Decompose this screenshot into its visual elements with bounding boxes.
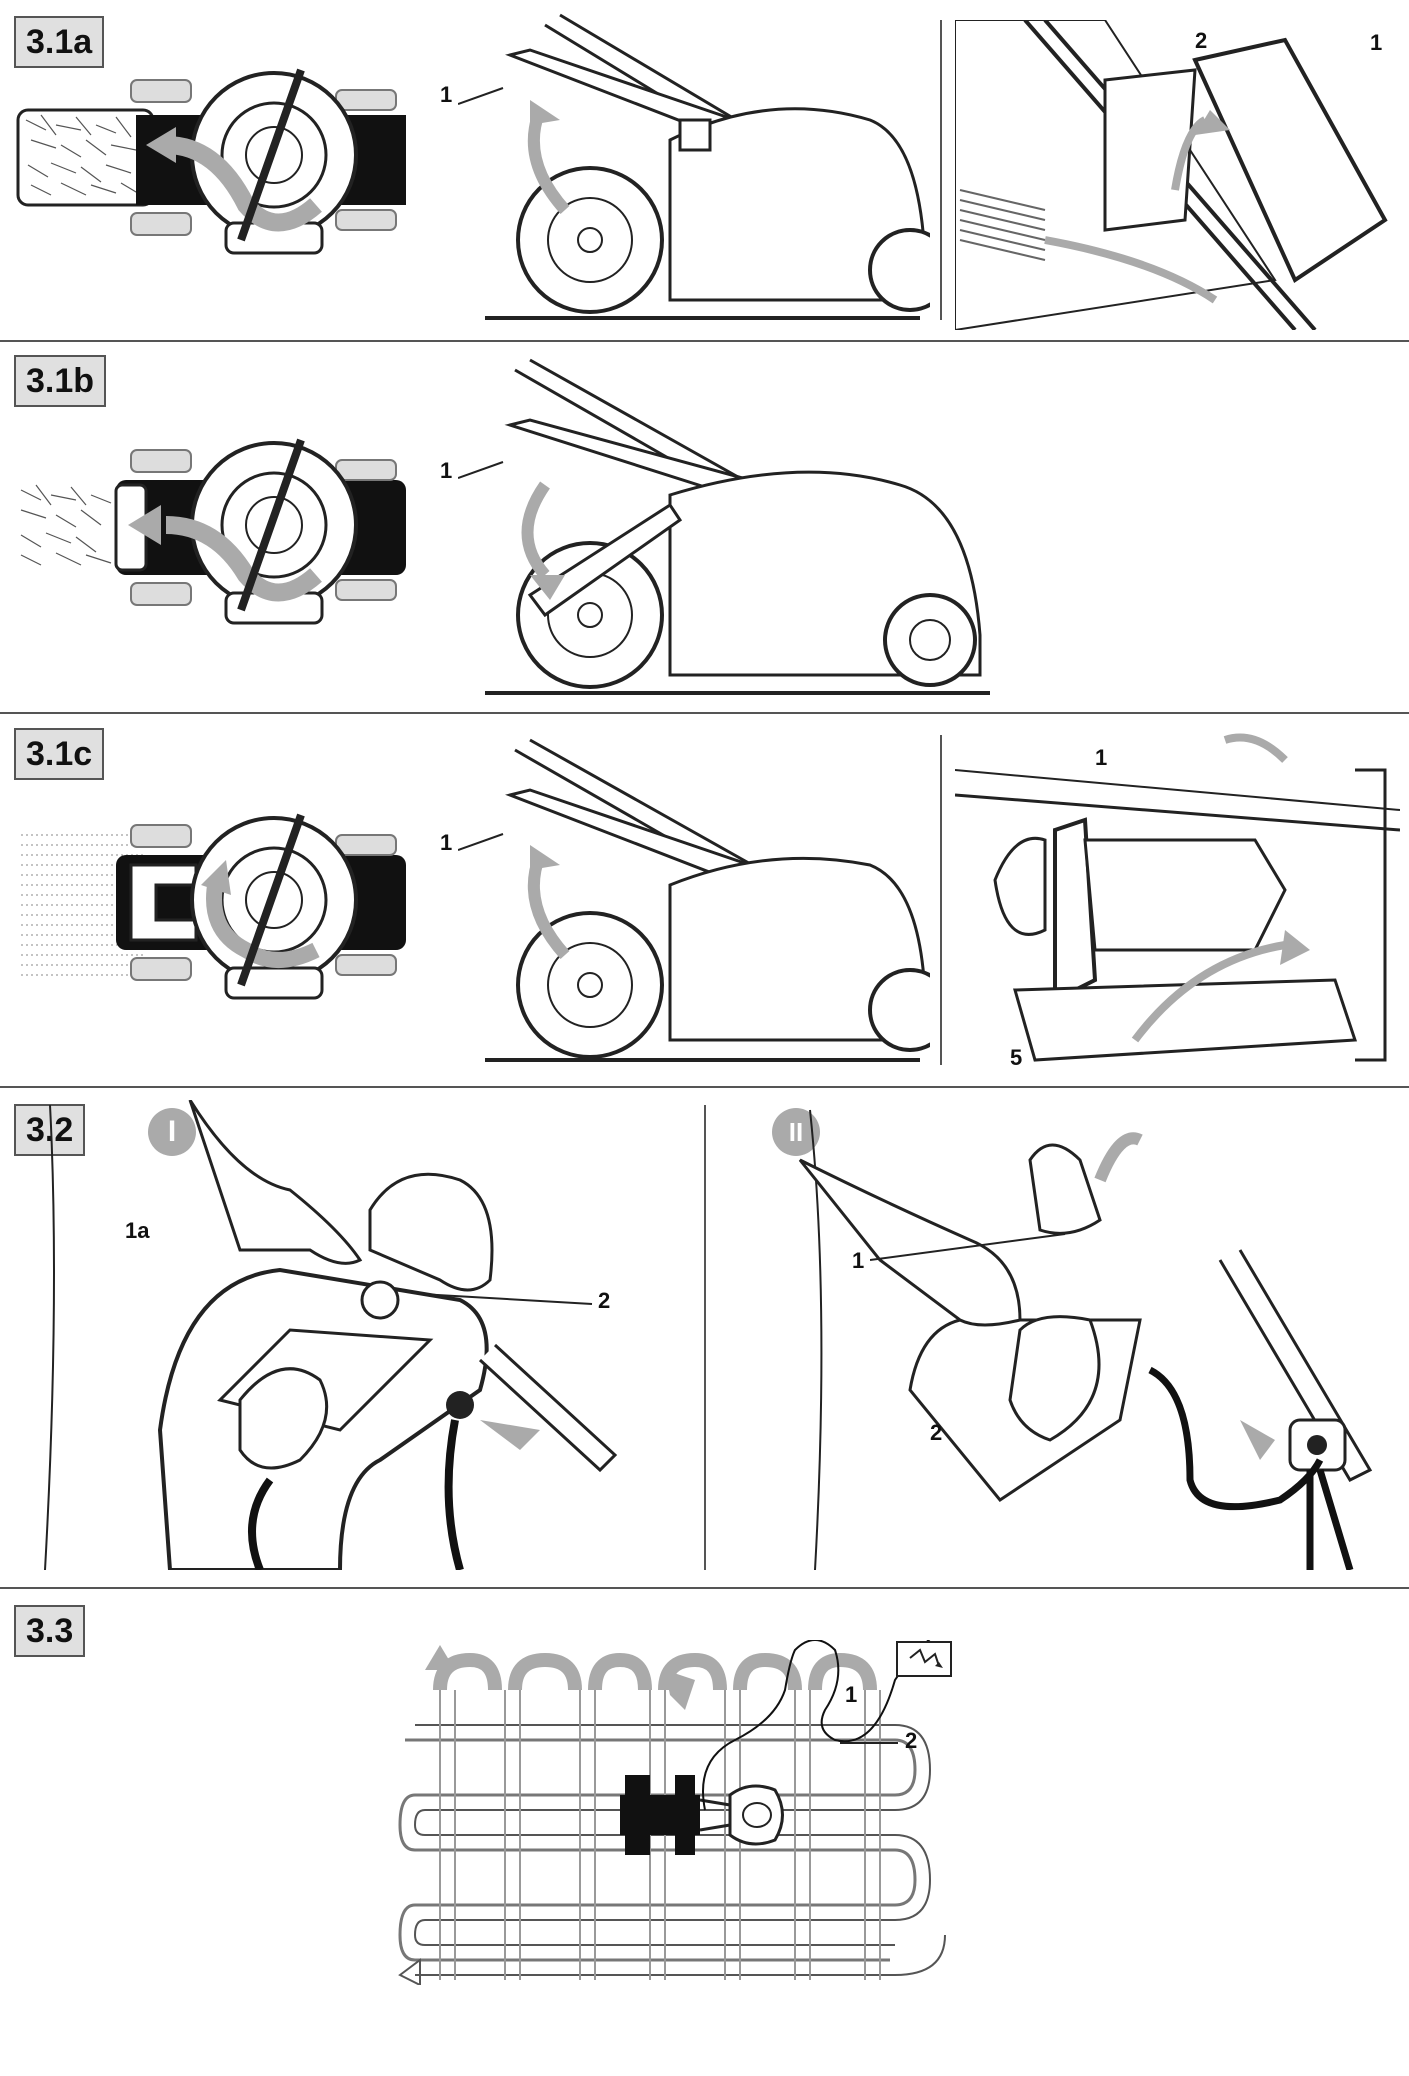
callout-leader [870,1233,1066,1261]
callout-3-1c-side-1: 1 [440,830,453,855]
callout-3-3-2: 2 [905,1728,918,1753]
callout-leader [458,833,504,851]
mowing-pattern-diagram [398,1640,946,1985]
callout-3-2-step2-2: 2 [930,1420,943,1445]
mower-top-view-mulch [21,813,406,1000]
section-separator [0,340,1409,342]
mower-top-view-collect [16,68,406,255]
mower-side-view-discharge [485,358,990,695]
callout-leader [840,1742,898,1744]
panel-divider [704,1105,706,1570]
panel-divider [940,735,942,1065]
callout-leader [420,1293,593,1305]
callout-3-1c-detail-5: 5 [1010,1045,1023,1070]
mower-side-view-mulch [485,738,930,1062]
callout-3-1a-detail-1: 1 [1370,30,1383,55]
callout-3-1b-1: 1 [440,458,453,483]
callout-3-2-2: 2 [598,1288,611,1313]
callout-3-3-1: 1 [845,1682,858,1707]
power-socket-icon [896,1641,952,1677]
figure-label-3-3: 3.3 [14,1605,86,1657]
callout-leader [458,87,504,105]
mower-side-view-collect [485,13,930,320]
callout-leader [458,461,504,479]
handle-switch-step-2 [798,1109,1373,1570]
panel-divider [940,20,942,320]
figure-label-3-1a: 3.1a [14,16,105,68]
callout-3-1a-detail-2: 2 [1195,28,1208,53]
grass-bag-detail [955,20,1388,330]
callout-3-1a-side-1: 1 [440,82,453,107]
section-separator [0,1086,1409,1088]
figure-label-3-1b: 3.1b [14,355,107,407]
step-badge-1: I [148,1108,196,1156]
callout-3-2-1a: 1a [125,1218,150,1243]
handle-switch-step-1 [44,1100,618,1570]
mower-top-view-discharge [20,438,406,625]
callout-3-2-step2-1: 1 [852,1248,865,1273]
callout-3-1c-detail-1: 1 [1095,745,1108,770]
mulch-plug-detail [955,733,1400,1062]
figure-label-3-1c: 3.1c [14,728,105,780]
section-separator [0,1587,1409,1589]
section-separator [0,712,1409,714]
